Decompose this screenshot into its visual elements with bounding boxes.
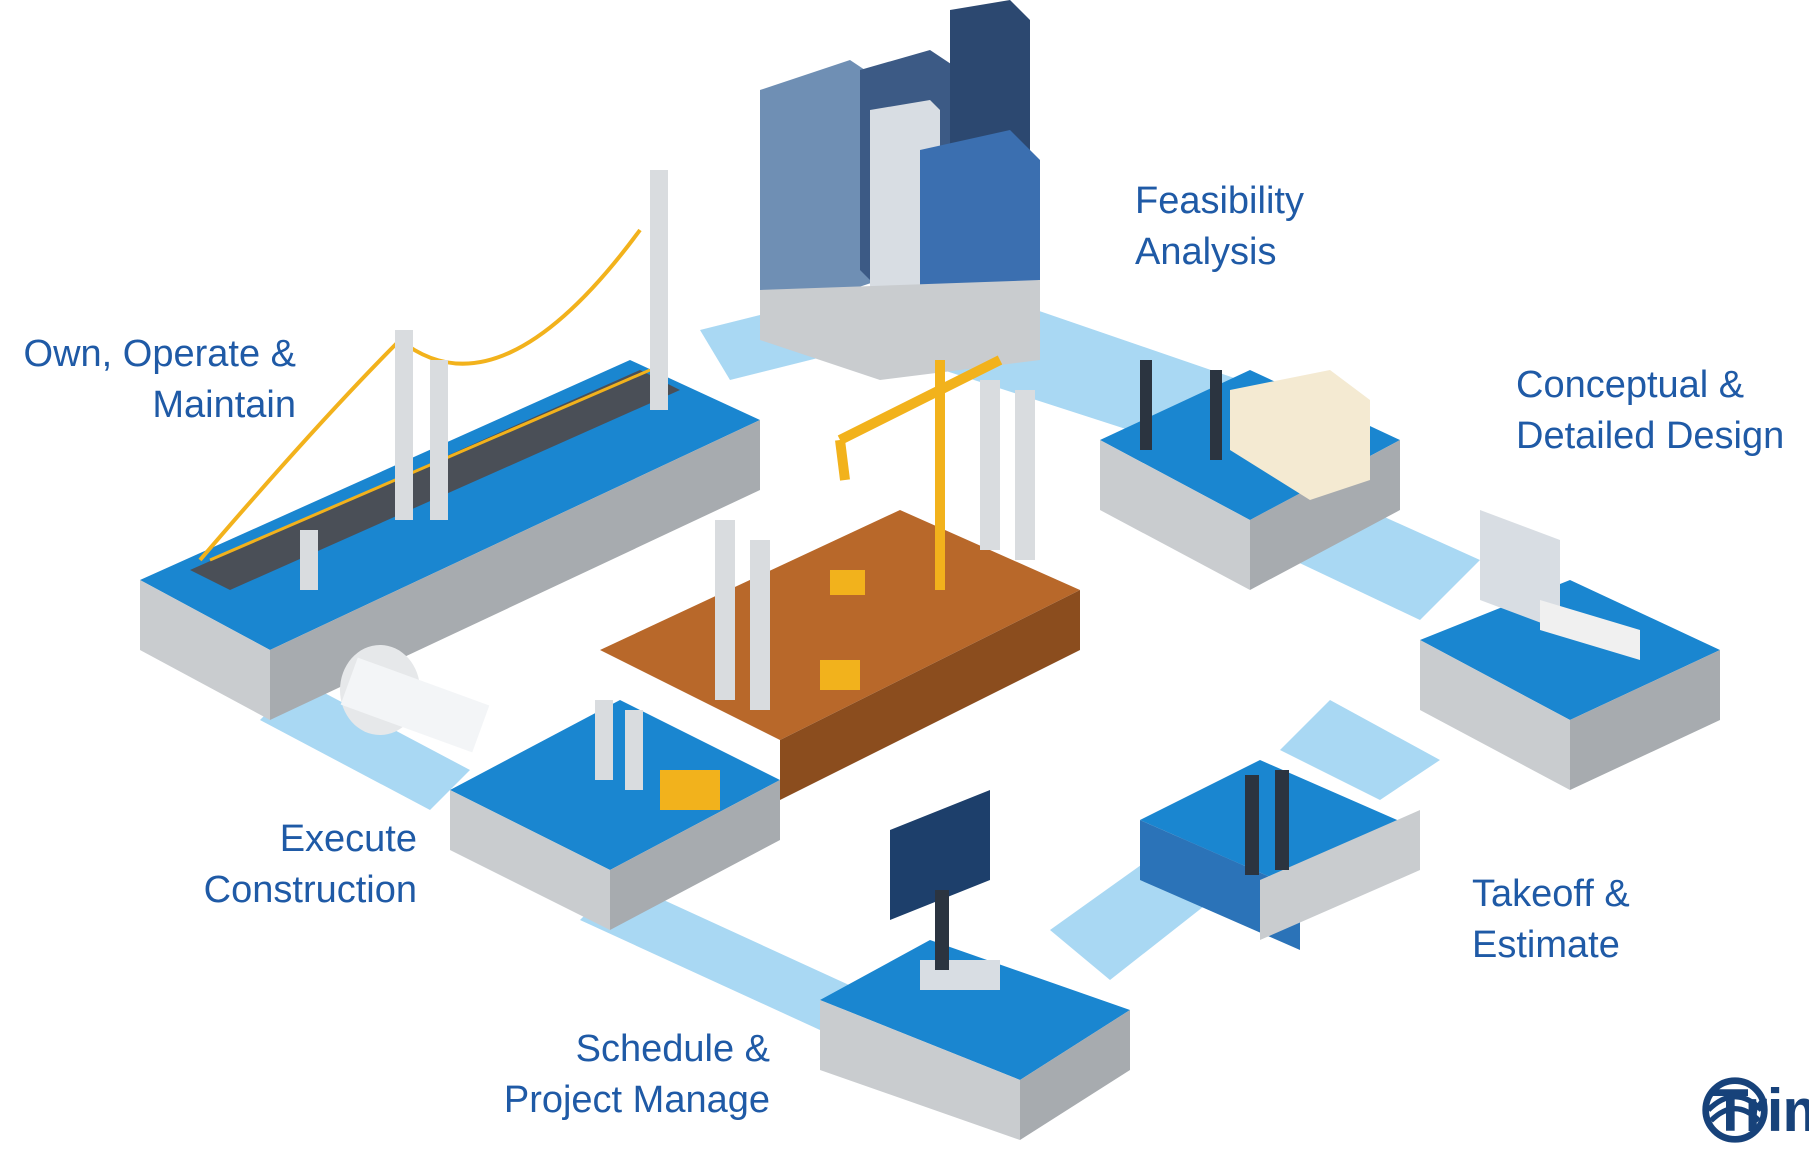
stage-label-takeoff-estimate: Takeoff & Estimate bbox=[1472, 869, 1630, 971]
stage-label-feasibility: Feasibility Analysis bbox=[1135, 176, 1304, 278]
logo-wordmark: Trim bbox=[1712, 1077, 1809, 1144]
construction-block bbox=[450, 380, 1080, 930]
stage-label-line: Own, Operate & bbox=[23, 333, 296, 375]
stage-label-line: Analysis bbox=[1135, 231, 1277, 273]
schedule-block bbox=[820, 790, 1130, 1140]
tunnel-train-block bbox=[340, 645, 490, 753]
stage-label-conceptual-design: Conceptual & Detailed Design bbox=[1516, 360, 1784, 462]
stage-label-line: Takeoff & bbox=[1472, 873, 1630, 915]
excavators bbox=[660, 570, 865, 810]
stage-label-line: Schedule & bbox=[575, 1028, 770, 1070]
stage-label-schedule-manage: Schedule & Project Manage bbox=[440, 1024, 770, 1126]
stage-label-line: Feasibility bbox=[1135, 180, 1304, 222]
stage-label-line: Execute bbox=[279, 818, 417, 860]
stage-label-line: Estimate bbox=[1472, 924, 1620, 966]
stage-label-line: Maintain bbox=[152, 384, 296, 426]
city-buildings bbox=[760, 0, 1040, 380]
stage-label-line: Construction bbox=[203, 869, 417, 911]
feasibility-block bbox=[1100, 370, 1400, 590]
stage-label-line: Detailed Design bbox=[1516, 415, 1785, 457]
crane bbox=[835, 355, 1003, 590]
design-block bbox=[1420, 510, 1720, 790]
stage-label-line: Project Manage bbox=[503, 1079, 770, 1121]
people-figures bbox=[935, 360, 1289, 970]
stage-label-execute-construction: Execute Construction bbox=[130, 814, 417, 916]
stage-label-line: Conceptual & bbox=[1516, 364, 1745, 406]
stage-label-own-operate-maintain: Own, Operate & Maintain bbox=[0, 329, 296, 431]
trimble-logo-icon bbox=[1702, 1077, 1768, 1143]
bridge-block bbox=[140, 170, 760, 720]
